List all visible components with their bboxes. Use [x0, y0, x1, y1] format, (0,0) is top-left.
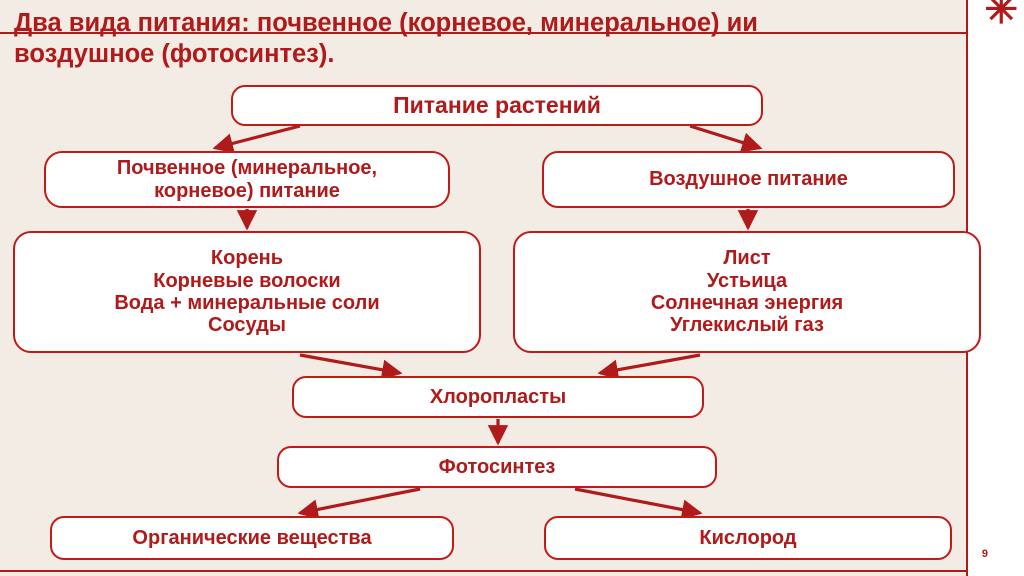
page-number: 9	[981, 548, 988, 560]
node-photosynthesis[interactable]: Фотосинтез	[277, 446, 717, 488]
leaf-detail-3: Углекислый газ	[670, 314, 824, 337]
node-leaf-details[interactable]: Лист Устьица Солнечная энергия Углекислы…	[513, 231, 981, 353]
node-chloroplasts[interactable]: Хлоропласты	[292, 376, 704, 418]
bottom-divider	[0, 570, 968, 572]
node-organic-substances[interactable]: Органические вещества	[50, 516, 454, 560]
root-detail-0: Корень	[210, 247, 284, 270]
node-root-details[interactable]: Корень Корневые волоски Вода + минеральн…	[13, 231, 481, 353]
node-soil-nutrition-text: Почвенное (минеральное, корневое) питани…	[117, 157, 377, 202]
node-plant-nutrition[interactable]: Питание растений	[231, 85, 763, 126]
leaf-detail-0: Лист	[723, 247, 771, 270]
leaf-detail-1: Устьица	[706, 269, 788, 292]
leaf-detail-2: Солнечная энергия	[650, 292, 844, 314]
node-root-details-text: Корень Корневые волоски Вода + минеральн…	[114, 247, 379, 337]
node-oxygen[interactable]: Кислород	[544, 516, 952, 560]
node-leaf-details-text: Лист Устьица Солнечная энергия Углекислы…	[651, 247, 843, 337]
slide-title-line-2: воздушное (фотосинтез).	[14, 40, 335, 68]
node-soil-nutrition[interactable]: Почвенное (минеральное, корневое) питани…	[44, 151, 450, 208]
asterisk-icon: ✳	[984, 0, 1018, 32]
root-detail-3: Сосуды	[208, 314, 286, 337]
node-soil-nutrition-line-2: корневое) питание	[154, 179, 340, 202]
top-divider	[0, 32, 968, 34]
root-detail-1: Корневые волоски	[153, 269, 341, 292]
slide-title: Два вида питания: почвенное (корневое, м…	[14, 8, 964, 70]
slide-title-line-1: Два вида питания: почвенное (корневое, м…	[14, 9, 758, 37]
node-soil-nutrition-line-1: Почвенное (минеральное,	[116, 157, 378, 180]
root-detail-2: Вода + минеральные соли	[114, 292, 380, 314]
node-air-nutrition[interactable]: Воздушное питание	[542, 151, 955, 208]
